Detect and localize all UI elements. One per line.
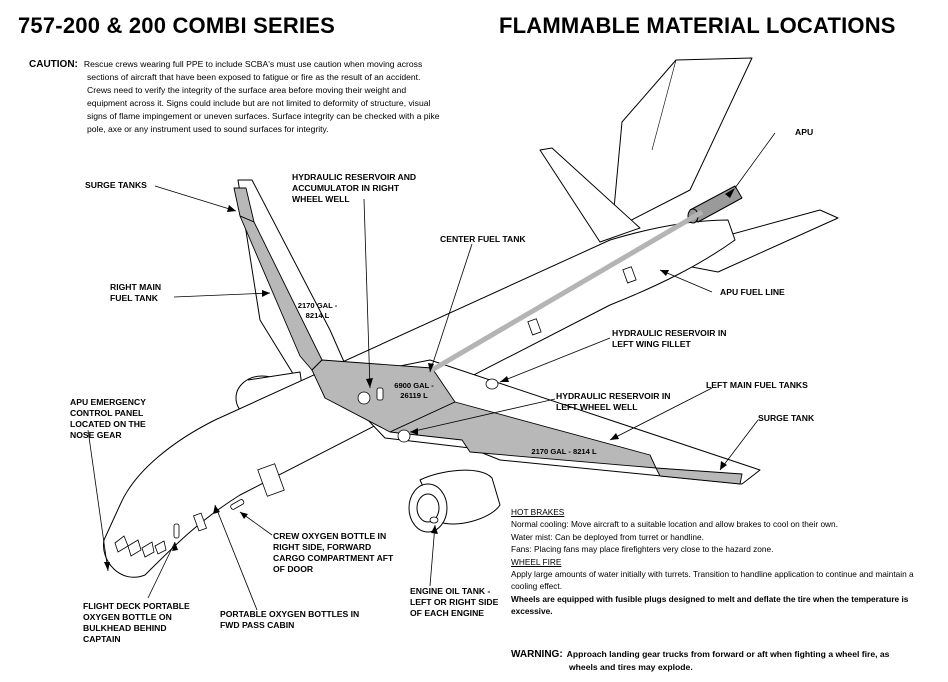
normal-cooling-text: Normal cooling: Move aircraft to a suita…	[511, 519, 838, 530]
warning-label: WARNING:	[511, 649, 563, 660]
label-engine-oil: ENGINE OIL TANK - LEFT OR RIGHT SIDE OF …	[410, 586, 499, 618]
label-flight-deck-oxygen: FLIGHT DECK PORTABLE OXYGEN BOTTLE ON BU…	[83, 601, 190, 644]
crew-oxygen-bottle	[230, 499, 245, 510]
label-portable-oxygen: PORTABLE OXYGEN BOTTLES IN FWD PASS CABI…	[220, 609, 360, 630]
warning-line: Approach landing gear trucks from forwar…	[566, 649, 890, 659]
label-center-fuel-tank: CENTER FUEL TANK	[440, 234, 526, 244]
hydraulic-right-marker	[357, 391, 371, 405]
series-title: 757-200 & 200 COMBI SERIES	[18, 13, 336, 38]
right-stabilizer	[539, 147, 641, 243]
label-apu-emergency-panel: APU EMERGENCY CONTROL PANEL LOCATED ON T…	[70, 397, 146, 440]
caution-block: CAUTION: Rescue crews wearing full PPE to…	[29, 58, 509, 136]
caution-line: sections of aircraft that have been expo…	[87, 72, 421, 82]
fuel-tanks	[233, 187, 743, 485]
label-hydraulic-left-wheel: HYDRAULIC RESERVOIR IN LEFT WHEEL WELL	[556, 391, 671, 412]
capacity-left-main: 2170 GAL - 8214 L	[531, 447, 597, 456]
fusible-plugs-text: Wheels are equipped with fusible plugs d…	[511, 593, 909, 617]
fans-text: Fans: Placing fans may place firefighter…	[511, 544, 774, 555]
caution-label: CAUTION:	[29, 59, 78, 70]
label-apu-fuel-line: APU FUEL LINE	[720, 287, 785, 297]
label-hydraulic-right-wheel: HYDRAULIC RESERVOIR AND ACCUMULATOR IN R…	[292, 172, 417, 204]
firefighting-notes: HOT BRAKES Normal cooling: Move aircraft…	[511, 506, 936, 618]
label-left-main-fuel-tanks: LEFT MAIN FUEL TANKS	[706, 380, 808, 390]
cockpit-windows	[114, 535, 167, 558]
hydraulic-left-wheel-marker	[397, 429, 411, 443]
wheel-fire-heading: WHEEL FIRE	[511, 556, 562, 567]
label-right-main-fuel-tank: RIGHT MAIN FUEL TANK	[110, 282, 162, 303]
leader-lines	[87, 132, 776, 611]
caution-line: Crews need to verify the integrity of th…	[87, 85, 407, 95]
label-apu: APU	[795, 127, 814, 137]
warning-block: WARNING:Approach landing gear trucks fro…	[511, 648, 941, 674]
label-crew-oxygen: CREW OXYGEN BOTTLE IN RIGHT SIDE, FORWAR…	[273, 531, 394, 574]
caution-line: Rescue crews wearing full PPE to include…	[83, 59, 423, 69]
right-wing	[237, 179, 353, 386]
water-mist-text: Water mist: Can be deployed from turret …	[511, 531, 704, 542]
vertical-fin	[611, 57, 753, 231]
flight-deck-oxygen-bottle	[173, 523, 180, 539]
apu-fuel-line	[430, 209, 704, 373]
caution-line: pole, axe or any instrument used to soun…	[87, 124, 329, 134]
warning-line: wheels and tires may explode.	[569, 662, 693, 672]
left-surge-tank	[655, 467, 743, 485]
hot-brakes-heading: HOT BRAKES	[511, 507, 565, 517]
capacity-right-main: 2170 GAL - 8214 L	[297, 301, 338, 320]
label-hydraulic-left-fillet: HYDRAULIC RESERVOIR IN LEFT WING FILLET	[612, 328, 727, 349]
hydraulic-fillet-marker	[485, 378, 499, 390]
page-title: FLAMMABLE MATERIAL LOCATIONS	[499, 13, 896, 38]
wheel-fire-text: Apply large amounts of water initially w…	[511, 569, 914, 592]
caution-line: equipment across it. Signs could include…	[87, 98, 431, 108]
label-surge-tank: SURGE TANK	[758, 413, 815, 423]
capacity-center: 6900 GAL - 26119 L	[394, 381, 434, 400]
label-surge-tanks: SURGE TANKS	[85, 180, 147, 190]
caution-line: signs of flame impingement or uneven sur…	[87, 111, 440, 121]
